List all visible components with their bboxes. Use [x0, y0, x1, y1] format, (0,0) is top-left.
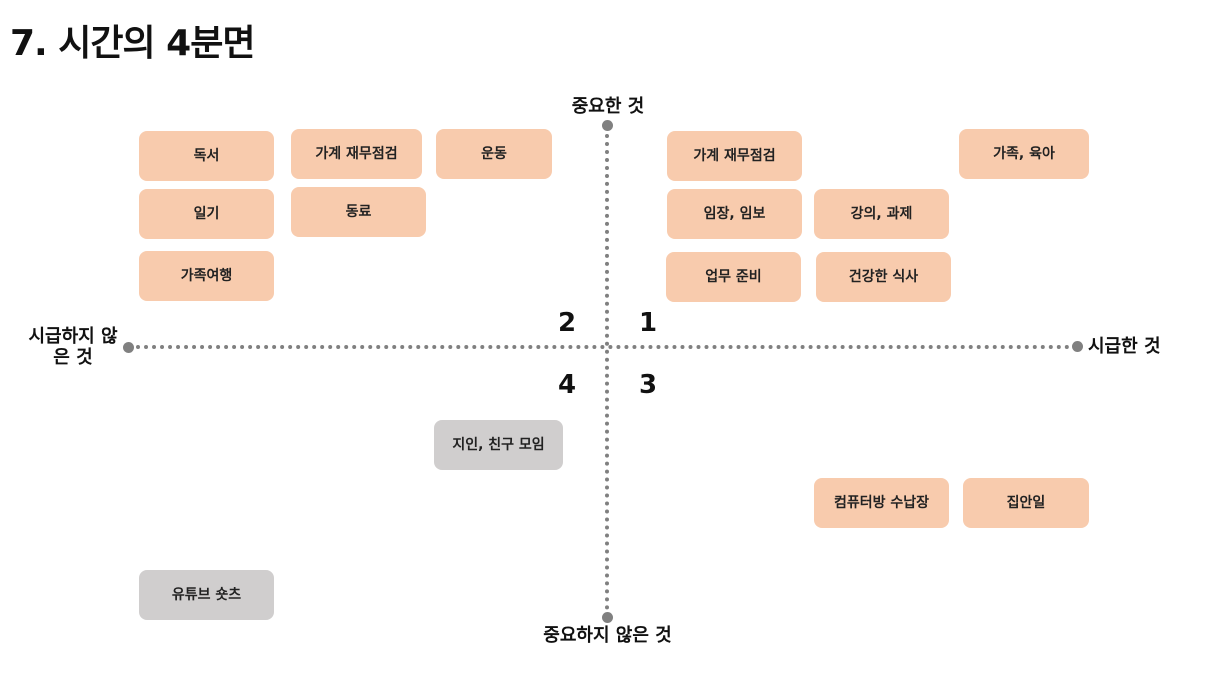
task-box: 운동: [436, 129, 552, 179]
task-box: 유튜브 숏츠: [139, 570, 274, 620]
task-box: 동료: [291, 187, 426, 237]
page-title: 7. 시간의 4분면: [10, 23, 255, 64]
importance-axis: [605, 126, 609, 618]
task-box: 가계 재무점검: [291, 129, 422, 179]
quadrant-number-1: 1: [639, 308, 658, 338]
task-box: 가족, 육아: [959, 129, 1089, 179]
axis-endpoint-left: [123, 342, 134, 353]
task-box: 컴퓨터방 수납장: [814, 478, 949, 528]
axis-label-right: 시급한 것: [1088, 336, 1161, 357]
quadrant-number-2: 2: [558, 308, 577, 338]
task-box: 가계 재무점검: [667, 131, 802, 181]
task-box: 일기: [139, 189, 274, 239]
task-box: 업무 준비: [666, 252, 801, 302]
task-box: 건강한 식사: [816, 252, 951, 302]
task-box: 가족여행: [139, 251, 274, 301]
task-box: 독서: [139, 131, 274, 181]
task-box: 지인, 친구 모임: [434, 420, 563, 470]
axis-endpoint-top: [602, 120, 613, 131]
axis-label-bottom: 중요하지 않은 것: [543, 625, 672, 646]
task-box: 임장, 임보: [667, 189, 802, 239]
task-box: 강의, 과제: [814, 189, 949, 239]
urgency-axis: [128, 345, 1078, 349]
quadrant-number-4: 4: [558, 370, 577, 400]
axis-endpoint-right: [1072, 341, 1083, 352]
quadrant-number-3: 3: [639, 370, 658, 400]
axis-endpoint-bottom: [602, 612, 613, 623]
axis-label-top: 중요한 것: [571, 96, 645, 117]
axis-label-left: 시급하지 않은 것: [28, 326, 118, 368]
task-box: 집안일: [963, 478, 1089, 528]
